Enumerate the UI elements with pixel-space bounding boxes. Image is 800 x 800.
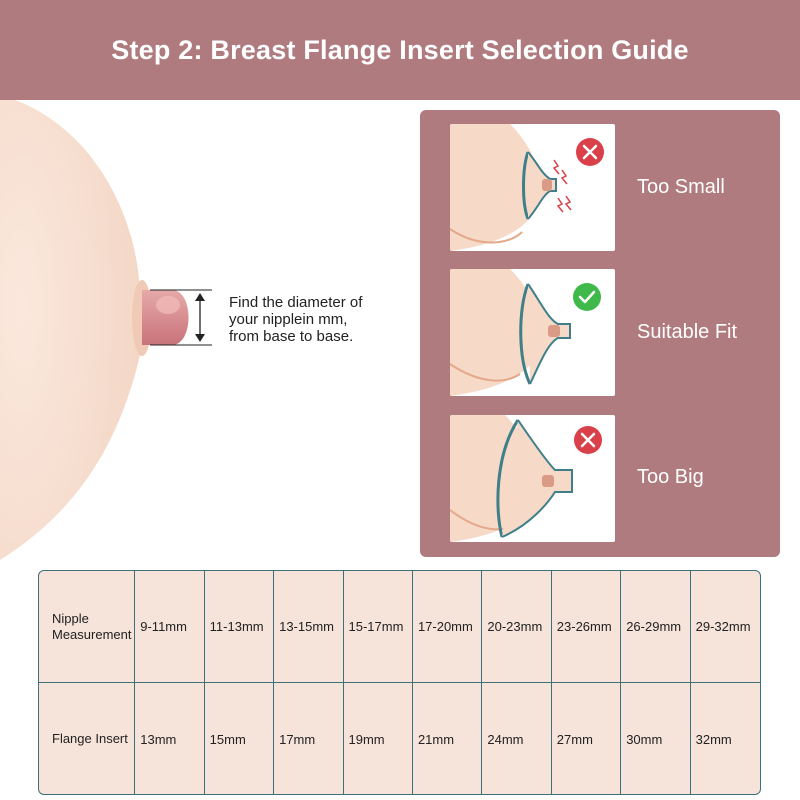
table-cell: 19mm	[344, 683, 413, 794]
fit-guide-panel: Too Small Suitable Fit	[420, 110, 780, 557]
table-cell: 20-23mm	[482, 571, 552, 682]
measure-line-2: your nipplein mm,	[229, 311, 348, 328]
breast-shape	[0, 100, 140, 560]
nipple-measurement-illustration	[0, 100, 212, 560]
table-cell: 17mm	[274, 683, 344, 794]
fit-card-too-small	[450, 124, 615, 251]
table-row-nipple: Nipple Measurement 9-11mm 11-13mm 13-15m…	[39, 571, 760, 683]
page-title: Step 2: Breast Flange Insert Selection G…	[111, 34, 689, 65]
measure-line-1: Find the diameter of	[229, 294, 363, 311]
title-banner: Step 2: Breast Flange Insert Selection G…	[0, 0, 800, 100]
measure-instructions: Find the diameter of your nipplein mm, f…	[229, 294, 399, 345]
too-small-illustration	[450, 124, 604, 251]
table-row-flange: Flange Insert 13mm 15mm 17mm 19mm 21mm 2…	[39, 683, 760, 794]
table-cell: 23-26mm	[552, 571, 622, 682]
x-icon	[576, 138, 604, 166]
table-cell: 29-32mm	[695, 619, 751, 634]
suitable-fit-illustration	[450, 269, 601, 396]
table-cell: 26-29mm	[621, 571, 691, 682]
row-header-flange: Flange Insert	[39, 683, 136, 794]
fit-card-too-big	[450, 415, 615, 542]
table-cell: 24mm	[482, 683, 552, 794]
size-table: Nipple Measurement 9-11mm 11-13mm 13-15m…	[38, 570, 761, 795]
too-big-illustration	[450, 415, 602, 542]
table-cell: 30mm	[621, 683, 691, 794]
measure-line-3: from base to base.	[229, 328, 354, 345]
table-cell: 11-13mm	[205, 571, 275, 682]
table-cell: 27mm	[552, 683, 622, 794]
check-icon	[573, 283, 601, 311]
table-cell: 21mm	[413, 683, 483, 794]
row-header-nipple: Nipple Measurement	[39, 571, 136, 682]
x-icon	[574, 426, 602, 454]
table-cell: 9-11mm	[135, 571, 205, 682]
table-cell: 32mm	[695, 731, 732, 747]
fit-label-too-small: Too Small	[637, 176, 725, 198]
fit-label-suitable: Suitable Fit	[637, 321, 738, 343]
table-cell: 15mm	[205, 683, 275, 794]
row-header-nipple-line-1: Nipple	[52, 610, 89, 626]
table-cell: 13-15mm	[274, 571, 344, 682]
row-header-nipple-line-2: Measurement	[52, 626, 132, 642]
table-cell: 15-17mm	[344, 571, 413, 682]
table-cell: 13mm	[135, 683, 205, 794]
table-cell: 17-20mm	[413, 571, 483, 682]
fit-card-suitable	[450, 269, 615, 396]
fit-label-too-big: Too Big	[637, 466, 704, 488]
